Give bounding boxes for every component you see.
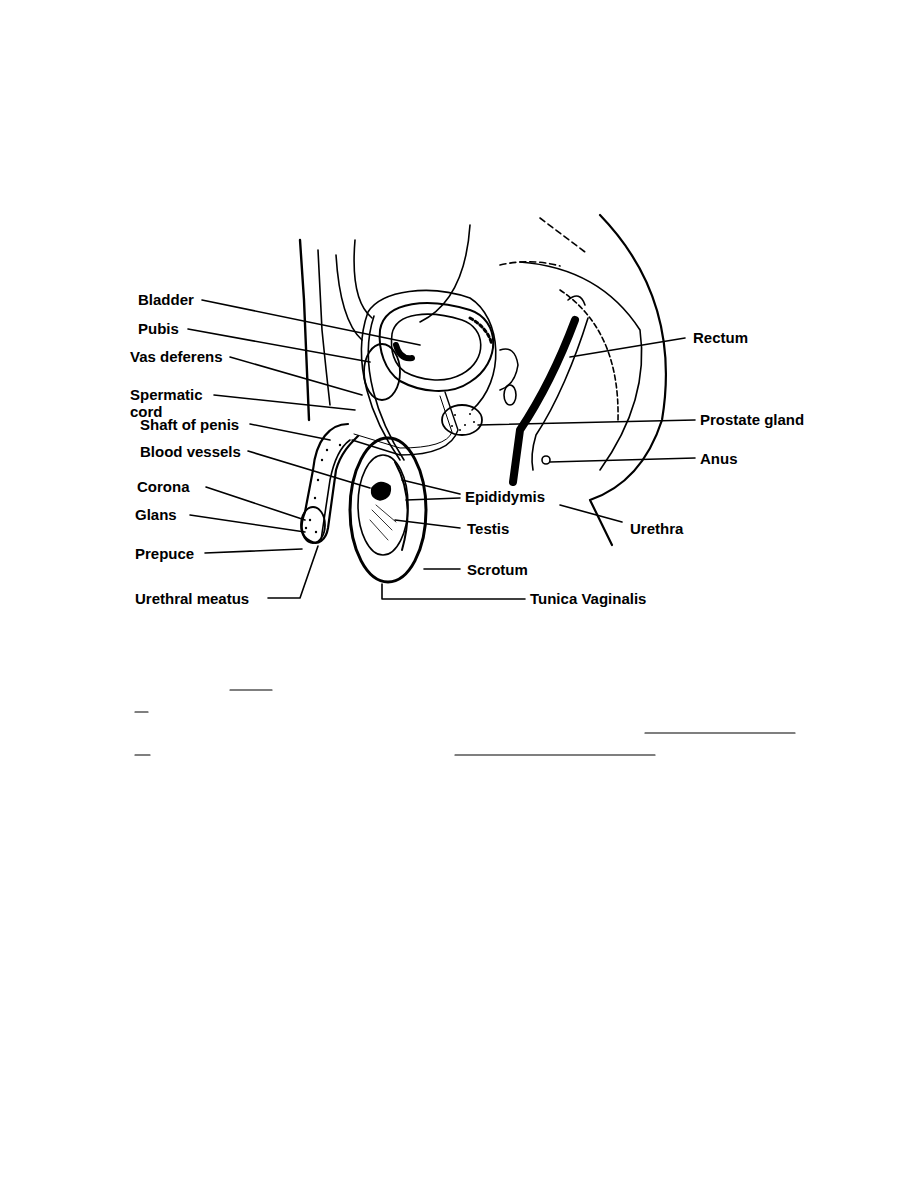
part-label: Urethral meatus <box>135 590 249 607</box>
part-label: Pubis <box>138 320 179 337</box>
part-label: Spermatic cord <box>130 386 212 420</box>
part-label: Bladder <box>138 291 194 308</box>
part-label: Glans <box>135 506 177 523</box>
part-label: Testis <box>467 520 509 537</box>
part-label: Shaft of penis <box>140 416 239 433</box>
part-label: Prostate gland <box>700 411 804 428</box>
part-label: Rectum <box>693 329 748 346</box>
part-label: Blood vessels <box>140 443 241 460</box>
part-label: Epididymis <box>465 488 545 505</box>
part-label: Tunica Vaginalis <box>530 590 646 607</box>
part-label: Prepuce <box>135 545 194 562</box>
part-label: Scrotum <box>467 561 528 578</box>
part-label: Urethra <box>630 520 683 537</box>
part-label: Vas deferens <box>130 348 223 365</box>
part-label: Anus <box>700 450 738 467</box>
part-label: Corona <box>137 478 190 495</box>
